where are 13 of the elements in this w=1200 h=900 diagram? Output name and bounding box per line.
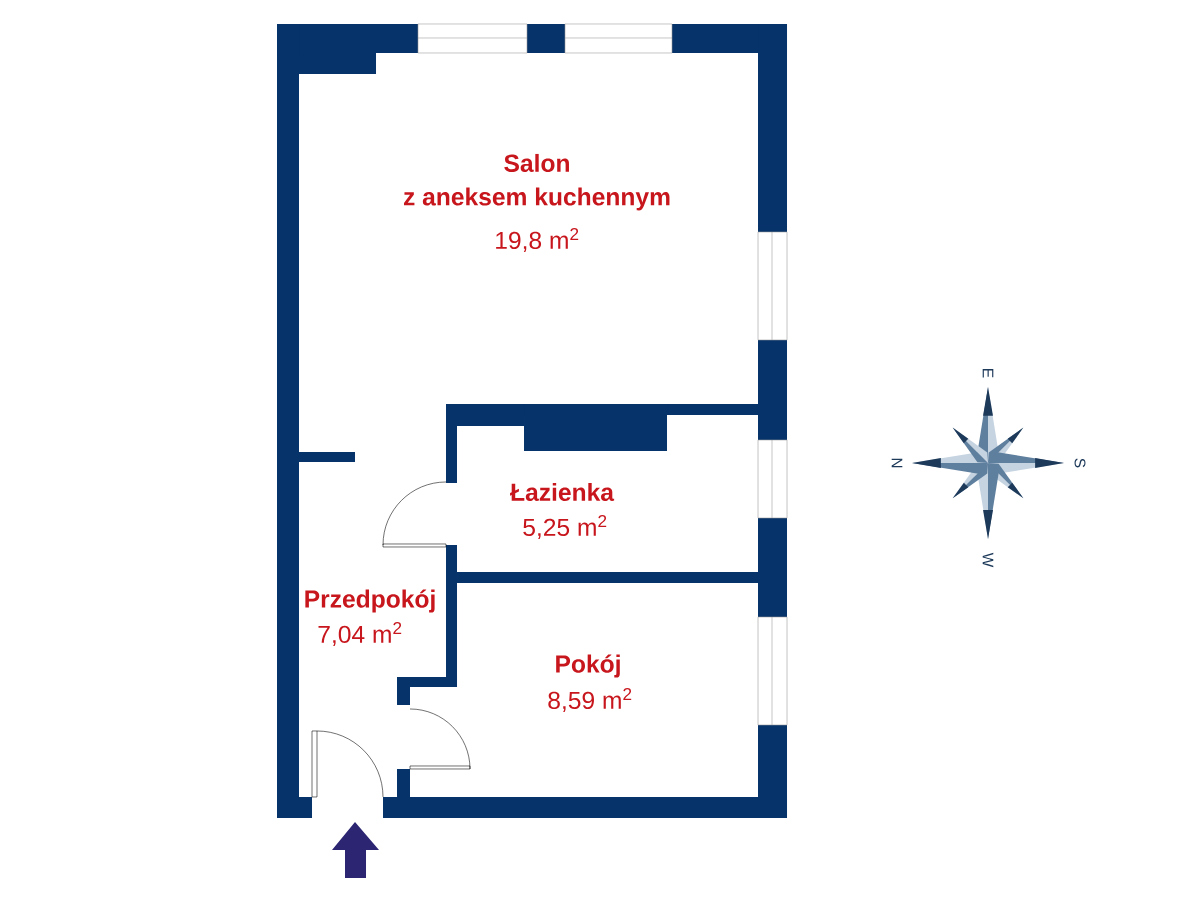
room-area: 8,59 m$^{2}$ (548, 688, 632, 712)
room-name: Przedpokój (305, 589, 435, 613)
room-name: z aneksem kuchennym (404, 187, 670, 211)
compass-letter: N (891, 458, 903, 468)
compass-letter: E (982, 369, 994, 378)
compass-letter: W (982, 552, 994, 568)
room-name: Pokój (556, 654, 620, 678)
room-area: 7,04 m$^{2}$ (318, 622, 402, 646)
room-area: 19,8 m$^{2}$ (496, 228, 579, 252)
room-name: Salon (504, 153, 569, 172)
compass-letter: S (1074, 458, 1086, 468)
room-name: Łazienka (510, 482, 615, 501)
room-area: 5,25 m$^{2}$ (523, 515, 607, 539)
